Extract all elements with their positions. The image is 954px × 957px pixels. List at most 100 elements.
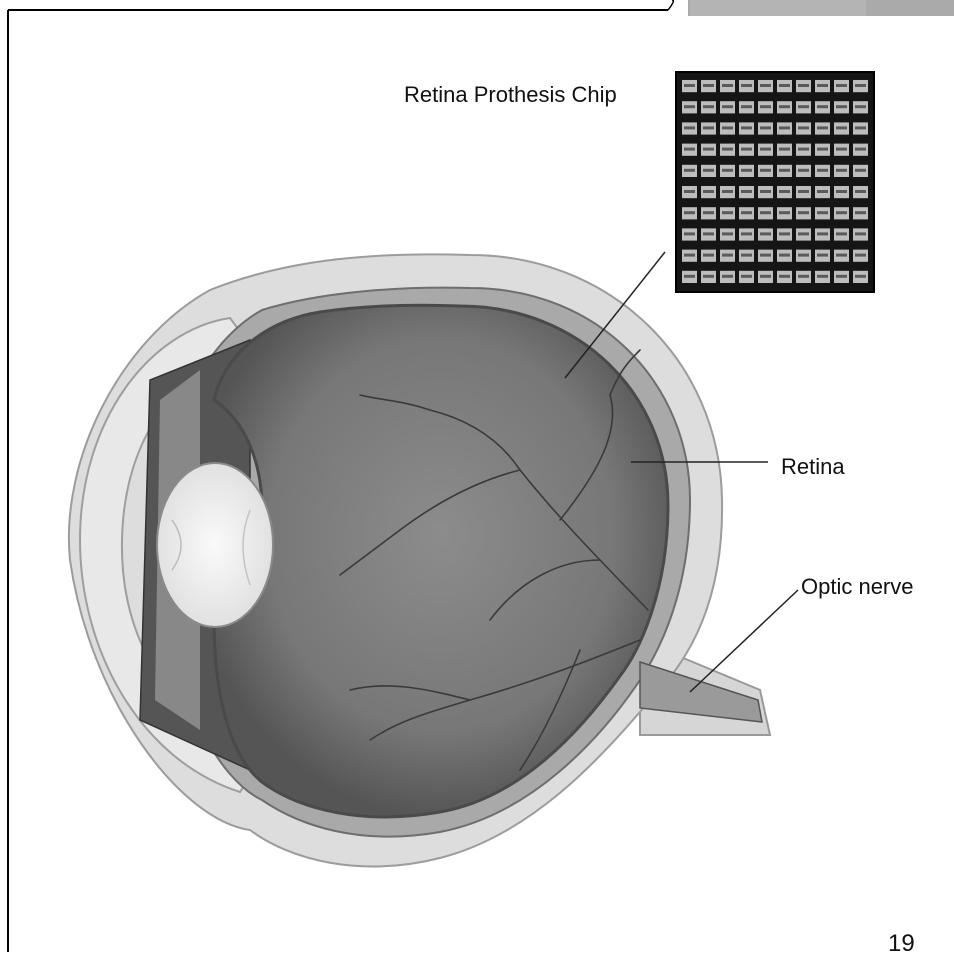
chip-electrode-contact	[836, 254, 847, 257]
chip-electrode-contact	[703, 84, 714, 87]
chip-electrode-contact	[741, 254, 752, 257]
chip-electrode-contact	[817, 275, 828, 278]
chip-electrode-contact	[817, 126, 828, 129]
chip-electrode-contact	[836, 190, 847, 193]
chip-electrode-contact	[798, 84, 809, 87]
chip-electrode-contact	[855, 105, 866, 108]
chip-electrode-contact	[817, 190, 828, 193]
chip-electrode-contact	[798, 254, 809, 257]
retina-label: Retina	[781, 456, 845, 478]
chip-electrode-contact	[741, 211, 752, 214]
chip-electrode-contact	[703, 254, 714, 257]
chip-electrode-contact	[779, 211, 790, 214]
chip-electrode-contact	[722, 105, 733, 108]
chip-electrode-contact	[836, 105, 847, 108]
chip-electrode-contact	[760, 148, 771, 151]
chip-electrode-contact	[722, 84, 733, 87]
chip-electrode-contact	[684, 169, 695, 172]
chip-electrode-contact	[798, 105, 809, 108]
chip-electrode-contact	[836, 211, 847, 214]
chip-electrode-contact	[760, 275, 771, 278]
chip-electrode-contact	[760, 84, 771, 87]
chip-electrode-contact	[741, 275, 752, 278]
chip-electrode-contact	[684, 275, 695, 278]
chip-electrode-contact	[779, 84, 790, 87]
chip-electrode-contact	[722, 232, 733, 235]
chip-electrode-contact	[703, 275, 714, 278]
chip-electrode-contact	[779, 190, 790, 193]
optic-nerve-label: Optic nerve	[801, 576, 914, 598]
chip-electrode-contact	[798, 275, 809, 278]
chip-electrode-contact	[760, 126, 771, 129]
chip-electrode-contact	[741, 190, 752, 193]
chip-electrode-contact	[836, 84, 847, 87]
chip-electrode-contact	[684, 105, 695, 108]
chip-electrode-contact	[817, 169, 828, 172]
page-number: 19	[888, 932, 915, 956]
chip-electrode-contact	[779, 148, 790, 151]
chip-electrode-contact	[703, 232, 714, 235]
chip-electrode-contact	[779, 275, 790, 278]
chip-electrode-contact	[798, 126, 809, 129]
chip-electrode-contact	[741, 126, 752, 129]
chip-electrode-contact	[855, 275, 866, 278]
chip-electrode-contact	[741, 105, 752, 108]
chip-electrode-contact	[836, 169, 847, 172]
chip-electrode-contact	[817, 254, 828, 257]
chip-electrode-contact	[741, 232, 752, 235]
chip-electrode-contact	[760, 232, 771, 235]
chip-electrode-contact	[779, 126, 790, 129]
chip-electrode-contact	[760, 105, 771, 108]
chip-electrode-contact	[798, 232, 809, 235]
chip-electrode-contact	[855, 84, 866, 87]
chip-electrode-contact	[855, 169, 866, 172]
lens	[157, 463, 273, 627]
chip-electrode-contact	[855, 148, 866, 151]
chip-electrode-contact	[855, 126, 866, 129]
chip-electrode-contact	[703, 126, 714, 129]
chip-electrode-contact	[817, 84, 828, 87]
chip-electrode-contact	[779, 232, 790, 235]
chip-electrode-contact	[684, 84, 695, 87]
chip-electrode-contact	[817, 211, 828, 214]
chip-electrode-contact	[722, 190, 733, 193]
chip-electrode-contact	[836, 232, 847, 235]
chip-electrode-contact	[684, 148, 695, 151]
chip-electrode-contact	[798, 211, 809, 214]
chip-electrode-contact	[684, 126, 695, 129]
chip-electrode-contact	[779, 254, 790, 257]
chip-electrode-contact	[760, 254, 771, 257]
chip-electrode-contact	[722, 126, 733, 129]
chip-electrode-contact	[855, 211, 866, 214]
chip-electrode-contact	[703, 169, 714, 172]
chip-electrode-contact	[817, 232, 828, 235]
chip-electrode-contact	[741, 84, 752, 87]
chip-electrode-contact	[760, 190, 771, 193]
chip-electrode-contact	[855, 190, 866, 193]
chip-electrode-contact	[703, 105, 714, 108]
chip-electrode-contact	[836, 148, 847, 151]
retina-prosthesis-chip	[676, 72, 874, 292]
chip-electrode-contact	[817, 148, 828, 151]
chip-electrode-contact	[703, 211, 714, 214]
chip-electrode-contact	[684, 211, 695, 214]
chip-electrode-contact	[836, 275, 847, 278]
chip-electrode-contact	[760, 169, 771, 172]
chip-electrode-contact	[779, 105, 790, 108]
chip-electrode-contact	[798, 190, 809, 193]
chip-electrode-contact	[722, 254, 733, 257]
chip-electrode-contact	[684, 232, 695, 235]
chip-electrode-contact	[741, 148, 752, 151]
chip-electrode-contact	[760, 211, 771, 214]
chip-electrode-contact	[722, 275, 733, 278]
chip-electrode-contact	[779, 169, 790, 172]
chip-electrode-contact	[684, 254, 695, 257]
chip-electrode-contact	[722, 211, 733, 214]
chip-electrode-contact	[684, 190, 695, 193]
chip-electrode-contact	[798, 148, 809, 151]
chip-electrode-contact	[741, 169, 752, 172]
chip-label: Retina Prothesis Chip	[404, 84, 617, 106]
chip-electrode-contact	[798, 169, 809, 172]
chip-electrode-contact	[855, 254, 866, 257]
